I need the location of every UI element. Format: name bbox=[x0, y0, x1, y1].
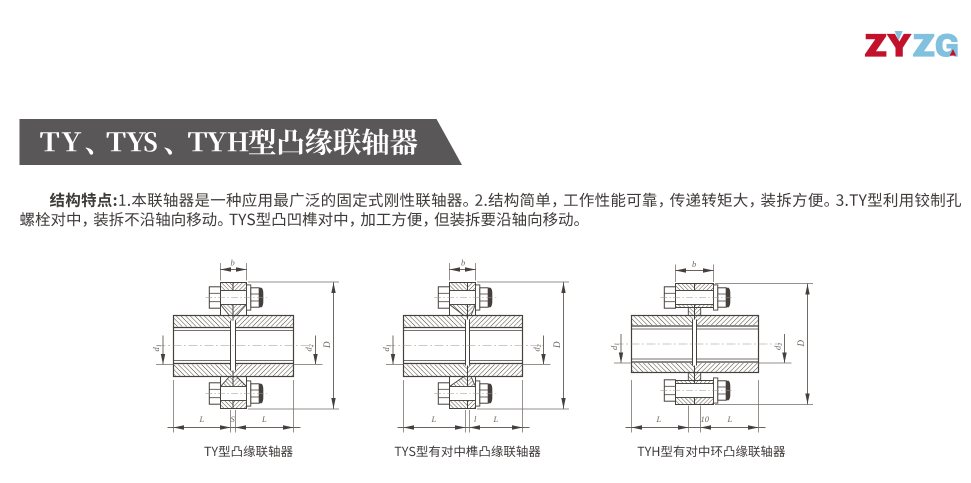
svg-text:l: l bbox=[474, 414, 477, 424]
svg-text:d1: d1 bbox=[609, 343, 621, 350]
svg-text:b: b bbox=[461, 258, 465, 268]
svg-text:L: L bbox=[431, 414, 437, 424]
svg-text:d2: d2 bbox=[532, 344, 544, 351]
svg-text:L: L bbox=[493, 414, 499, 424]
svg-text:d2: d2 bbox=[304, 344, 316, 351]
svg-text:L: L bbox=[199, 414, 205, 424]
svg-text:L: L bbox=[656, 414, 662, 424]
svg-text:L: L bbox=[727, 414, 733, 424]
svg-text:D: D bbox=[322, 341, 332, 349]
svg-text:d1: d1 bbox=[151, 344, 163, 351]
svg-text:D: D bbox=[552, 341, 562, 349]
svg-text:d2: d2 bbox=[773, 343, 785, 350]
svg-text:b: b bbox=[692, 259, 696, 269]
svg-text:S: S bbox=[231, 414, 236, 424]
svg-text:10: 10 bbox=[701, 414, 710, 424]
svg-text:L: L bbox=[261, 414, 267, 424]
svg-text:d1: d1 bbox=[381, 344, 393, 351]
svg-text:b: b bbox=[231, 258, 235, 268]
svg-text:D: D bbox=[796, 340, 806, 348]
